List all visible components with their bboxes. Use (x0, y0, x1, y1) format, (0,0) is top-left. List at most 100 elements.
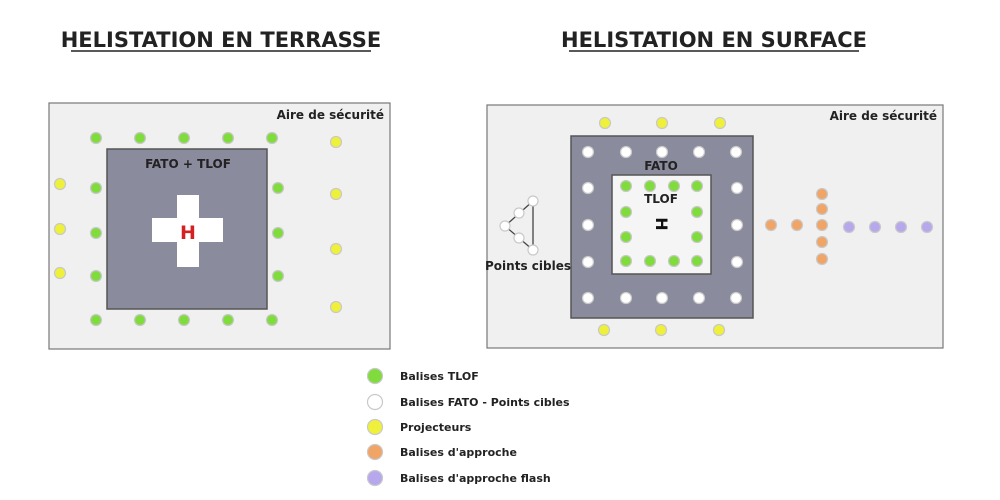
approach-light (815, 252, 829, 266)
floodlight (329, 300, 343, 314)
fato-light (619, 291, 633, 305)
fato-light (730, 181, 744, 195)
tlof-light (690, 254, 704, 268)
tlof-light (643, 254, 657, 268)
floodlight (53, 222, 67, 236)
target-point-light (527, 244, 539, 256)
fato-light (581, 218, 595, 232)
legend-swatch-tlof (366, 367, 384, 385)
tlof-light (89, 226, 103, 240)
flash-approach-light (842, 220, 856, 234)
tlof-light (619, 254, 633, 268)
tlof-light (643, 179, 657, 193)
tlof-light (271, 181, 285, 195)
approach-light (815, 218, 829, 232)
tlof-light (221, 313, 235, 327)
fato-light (655, 145, 669, 159)
fato-light (581, 291, 595, 305)
tlof-light (89, 313, 103, 327)
tlof-light (690, 179, 704, 193)
floodlight (597, 323, 611, 337)
fato-light (729, 145, 743, 159)
right-lights-group (499, 116, 934, 337)
floodlight (329, 187, 343, 201)
floodlight (713, 116, 727, 130)
legend-swatch-flash (366, 469, 384, 487)
white-cross-marking (152, 195, 223, 267)
left-safety-area-label: Aire de sécurité (277, 108, 384, 122)
legend-label-approach: Balises d'approche (400, 446, 517, 459)
floodlight (712, 323, 726, 337)
legend-label-flash: Balises d'approche flash (400, 472, 551, 485)
fato-light (581, 181, 595, 195)
tlof-light (89, 131, 103, 145)
floodlight (654, 323, 668, 337)
tlof-light (89, 269, 103, 283)
tlof-light (133, 313, 147, 327)
tlof-light (690, 205, 704, 219)
rooftop-heliport-panel: Aire de sécurité FATO + TLOF H (48, 102, 391, 350)
tlof-light (271, 226, 285, 240)
legend-label-tlof: Balises TLOF (400, 370, 479, 383)
approach-light (815, 235, 829, 249)
h-marker: H (180, 222, 196, 244)
fato-light (730, 255, 744, 269)
surface-heliport-panel: Aire de sécurité FATO TLOF H Points cibl… (485, 104, 944, 349)
tlof-light (133, 131, 147, 145)
tlof-light (667, 179, 681, 193)
fato-light (730, 218, 744, 232)
tlof-light (690, 230, 704, 244)
legend-swatch-flood (366, 418, 384, 436)
tlof-light (265, 313, 279, 327)
fato-light (581, 255, 595, 269)
target-point-light (499, 220, 511, 232)
h-marker-rotated: H (652, 217, 671, 230)
left-panel-title: HELISTATION EN TERRASSE (61, 28, 382, 52)
fato-label: FATO (644, 159, 678, 173)
right-safety-area-label: Aire de sécurité (830, 109, 937, 123)
legend-swatch-approach (366, 443, 384, 461)
right-panel-title: HELISTATION EN SURFACE (561, 28, 867, 52)
approach-light (815, 187, 829, 201)
legend-label-flood: Projecteurs (400, 421, 472, 434)
tlof-light (221, 131, 235, 145)
tlof-light (619, 179, 633, 193)
floodlight (53, 177, 67, 191)
floodlight (53, 266, 67, 280)
fato-light (655, 291, 669, 305)
fato-light (692, 291, 706, 305)
target-point-light (513, 232, 525, 244)
flash-approach-light (894, 220, 908, 234)
tlof-label: TLOF (644, 192, 678, 206)
floodlight (329, 135, 343, 149)
target-point-light (513, 207, 525, 219)
fato-tlof-label: FATO + TLOF (145, 157, 231, 171)
floodlight (655, 116, 669, 130)
tlof-light (177, 131, 191, 145)
legend-swatch-fato (366, 393, 384, 411)
flash-approach-light (920, 220, 934, 234)
tlof-light (271, 269, 285, 283)
approach-light (790, 218, 804, 232)
target-point-light (527, 195, 539, 207)
target-points-label: Points cibles (485, 259, 571, 273)
floodlight (329, 242, 343, 256)
legend: Balises TLOF Balises FATO - Points cibles… (366, 367, 570, 487)
fato-light (729, 291, 743, 305)
tlof-light (265, 131, 279, 145)
approach-light (764, 218, 778, 232)
fato-light (619, 145, 633, 159)
tlof-light (177, 313, 191, 327)
tlof-light (619, 205, 633, 219)
approach-light (815, 202, 829, 216)
legend-label-fato: Balises FATO - Points cibles (400, 396, 570, 409)
left-lights-group (53, 131, 343, 327)
floodlight (598, 116, 612, 130)
fato-light (692, 145, 706, 159)
tlof-light (89, 181, 103, 195)
tlof-light (667, 254, 681, 268)
fato-light (581, 145, 595, 159)
flash-approach-light (868, 220, 882, 234)
tlof-light (619, 230, 633, 244)
